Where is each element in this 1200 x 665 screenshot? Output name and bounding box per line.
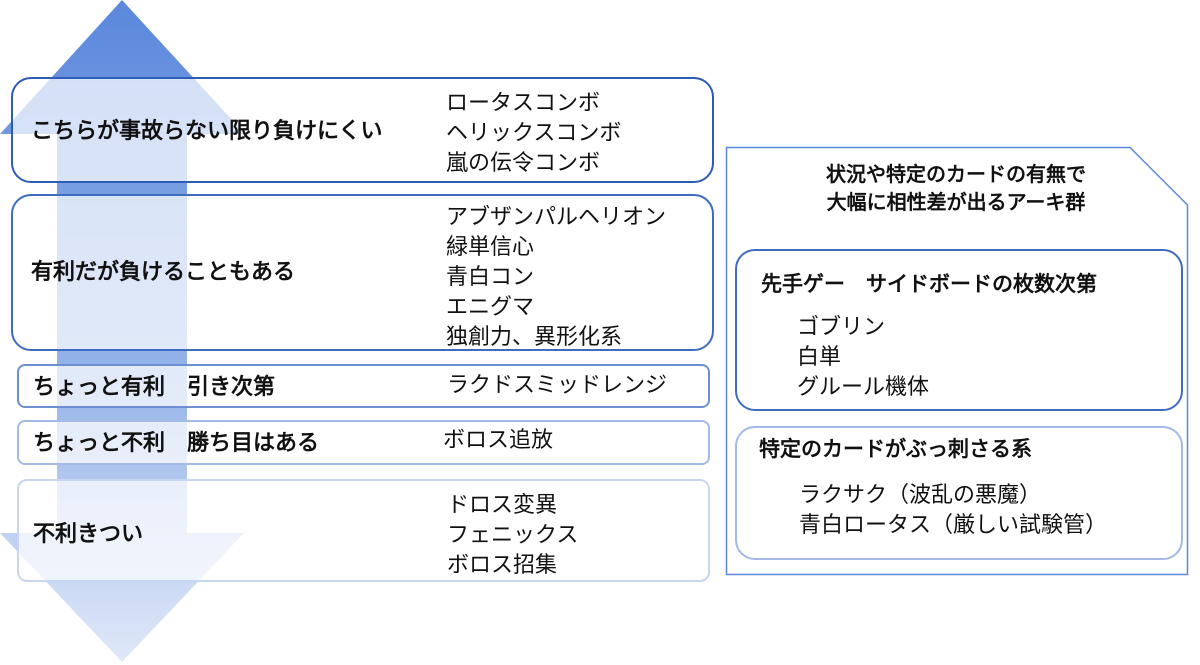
tier-slightly-unfavorable: ちょっと不利 勝ち目はある ボロス追放 bbox=[17, 420, 710, 465]
tier-favorable: 有利だが負けることもある アブザンパルヘリオン 緑単信心 青白コン エニグマ 独… bbox=[11, 194, 714, 351]
group-label: 特定のカードがぶっ刺さる系 bbox=[759, 437, 1032, 461]
group-label: 先手ゲー サイドボードの枚数次第 bbox=[761, 272, 1097, 296]
tier-deck-list: ラクドスミッドレンジ bbox=[447, 371, 667, 401]
deck-item: ヘリックスコンボ bbox=[446, 121, 622, 146]
deck-item: フェニックス bbox=[447, 523, 579, 548]
tier-label: こちらが事故らない限り負けにくい bbox=[31, 119, 383, 144]
deck-item: 青白コン bbox=[446, 265, 535, 290]
tier-label: ちょっと不利 勝ち目はある bbox=[33, 431, 320, 456]
deck-item: 嵐の伝令コンボ bbox=[446, 151, 601, 176]
tier-deck-list: ロータスコンボ ヘリックスコンボ 嵐の伝令コンボ bbox=[446, 89, 621, 179]
deck-item: ドロス変異 bbox=[447, 493, 558, 518]
deck-item: 青白ロータス（厳しい試験管） bbox=[799, 513, 1108, 538]
deck-item: グルール機体 bbox=[797, 375, 930, 400]
tier-label: ちょっと有利 引き次第 bbox=[33, 375, 276, 400]
deck-item: ロータスコンボ bbox=[446, 91, 601, 116]
tier-label: 不利きつい bbox=[33, 522, 144, 547]
title-line: 状況や特定のカードの有無で bbox=[826, 162, 1086, 186]
group-deck-list: ラクサク（波乱の悪魔） 青白ロータス（厳しい試験管） bbox=[799, 481, 1107, 541]
deck-item: ラクドスミッドレンジ bbox=[447, 373, 668, 398]
deck-item: エニグマ bbox=[446, 295, 535, 320]
group-first-player-matters: 先手ゲー サイドボードの枚数次第 ゴブリン 白単 グルール機体 bbox=[735, 249, 1183, 411]
deck-item: 緑単信心 bbox=[446, 235, 535, 260]
deck-item: ボロス追放 bbox=[443, 428, 554, 453]
tier-slightly-favorable: ちょっと有利 引き次第 ラクドスミッドレンジ bbox=[17, 364, 710, 408]
tier-deck-list: ドロス変異 フェニックス ボロス招集 bbox=[447, 491, 578, 581]
group-specific-card-hits: 特定のカードがぶっ刺さる系 ラクサク（波乱の悪魔） 青白ロータス（厳しい試験管） bbox=[735, 426, 1183, 560]
deck-item: 独創力、異形化系 bbox=[446, 325, 623, 350]
title-line: 大幅に相性差が出るアーキ群 bbox=[826, 190, 1086, 214]
deck-item: ボロス招集 bbox=[447, 553, 558, 578]
deck-item: ラクサク（波乱の悪魔） bbox=[799, 483, 1042, 508]
deck-item: 白単 bbox=[797, 345, 842, 370]
tier-label: 有利だが負けることもある bbox=[31, 260, 296, 285]
deck-item: ゴブリン bbox=[797, 315, 886, 340]
group-deck-list: ゴブリン 白単 グルール機体 bbox=[797, 313, 929, 403]
tier-unfavorable: 不利きつい ドロス変異 フェニックス ボロス招集 bbox=[17, 479, 710, 582]
deck-item: アブザンパルヘリオン bbox=[446, 205, 667, 230]
tier-deck-list: アブザンパルヘリオン 緑単信心 青白コン エニグマ 独創力、異形化系 bbox=[446, 203, 666, 353]
side-panel-title: 状況や特定のカードの有無で 大幅に相性差が出るアーキ群 bbox=[727, 160, 1185, 216]
tier-deck-list: ボロス追放 bbox=[443, 426, 553, 456]
tier-hard-to-lose: こちらが事故らない限り負けにくい ロータスコンボ ヘリックスコンボ 嵐の伝令コン… bbox=[11, 77, 714, 183]
